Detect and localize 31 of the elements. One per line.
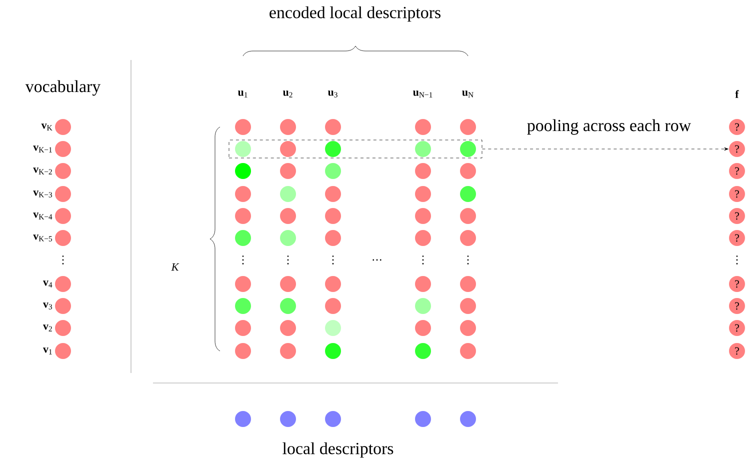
row-label: v$_{K−5}$	[33, 234, 52, 242]
row-label: v$_{2}$	[43, 324, 52, 332]
column-label: u$_{1}$	[238, 90, 248, 98]
ellipsis-dots: ⋮	[62, 256, 64, 264]
row-label: v$_{3}$	[43, 302, 52, 310]
column-label: u$_{2}$	[282, 90, 292, 98]
ellipsis-dots: ⋮	[242, 256, 244, 264]
row-label: v$_{K−3}$	[33, 190, 52, 198]
ellipsis-dots: ⋮	[736, 256, 738, 264]
ellipsis-dots: ⋮	[467, 256, 469, 264]
brace-label: encoded local descriptors	[270, 6, 440, 22]
column-label: u$_{N}$	[462, 90, 474, 98]
row-label: v$_{K−1}$	[33, 146, 52, 152]
row-label: v$_{K}$	[41, 124, 52, 130]
column-label: u$_{N−1}$	[413, 90, 432, 98]
edge-label: pooling across each row	[526, 118, 692, 136]
row-label: v$_{1}$	[43, 348, 52, 354]
axis-label: local descriptors	[282, 442, 394, 458]
row-label: v$_{4}$	[43, 280, 52, 288]
ellipsis-dots: ⋮	[332, 256, 334, 264]
column-heading: vocabulary	[25, 80, 101, 96]
brace-label: K	[171, 263, 180, 271]
ellipsis-dots: …	[372, 259, 382, 261]
row-label: v$_{K−2}$	[33, 168, 52, 174]
ellipsis-dots: ⋮	[422, 256, 424, 264]
dashed-selection-box	[228, 140, 482, 158]
column-label: f	[735, 90, 739, 98]
arrow	[482, 147, 728, 151]
row-label: v$_{K−4}$	[33, 212, 52, 220]
column-label: u$_{3}$	[328, 90, 338, 98]
ellipsis-dots: ⋮	[287, 256, 289, 264]
